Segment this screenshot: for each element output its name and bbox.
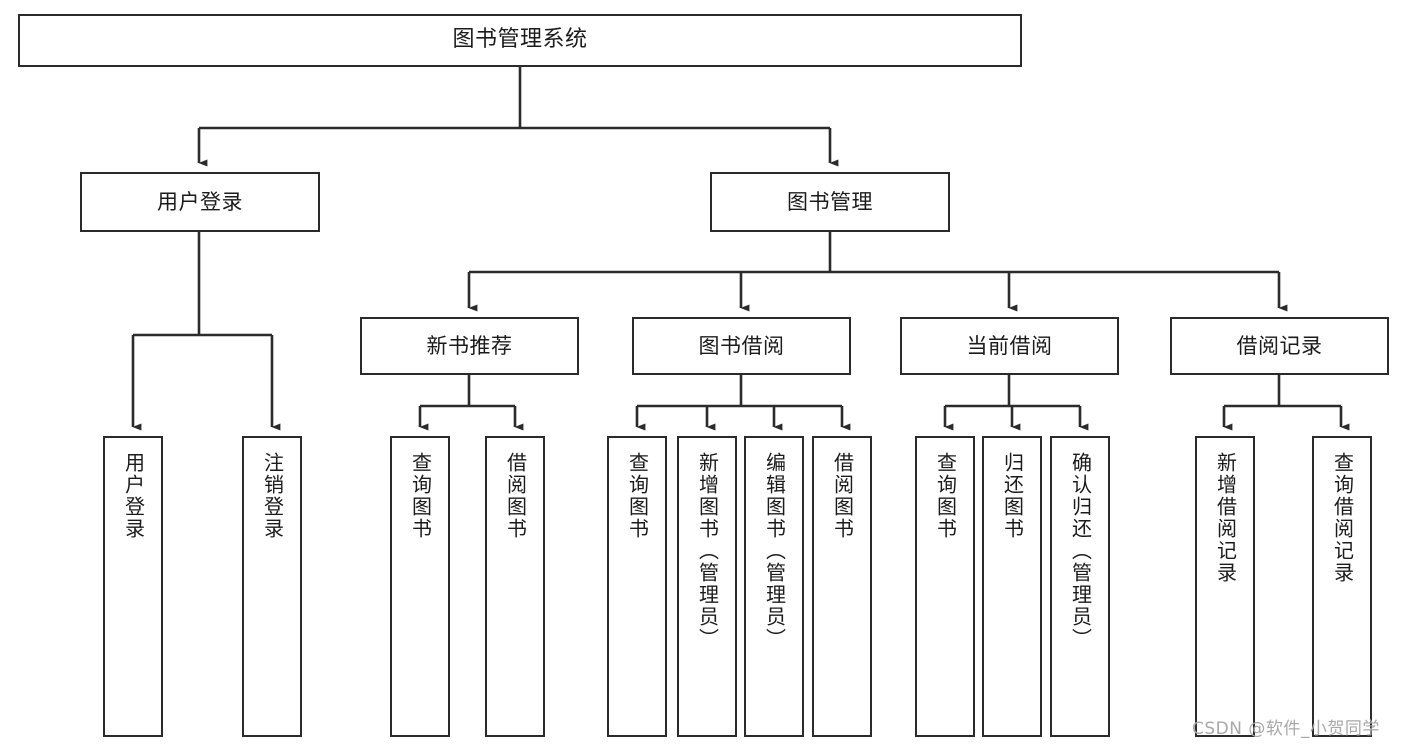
watermark-text: CSDN @软件_小贺同学	[1192, 719, 1380, 739]
node-borrow-record[interactable]: 借阅记录	[1170, 317, 1389, 375]
node-leaf-query-book-borrow-label: 查询图书	[625, 452, 650, 540]
node-leaf-confirm-return[interactable]: 确认归还（管理员）	[1050, 436, 1110, 737]
node-book-borrow-label: 图书借阅	[698, 333, 785, 358]
node-leaf-edit-book-label: 编辑图书（管理员）	[762, 452, 787, 650]
node-leaf-return-book-label: 归还图书	[1000, 452, 1025, 540]
node-new-book-rec-label: 新书推荐	[426, 333, 513, 358]
node-new-book-rec[interactable]: 新书推荐	[360, 317, 579, 375]
node-user-login-label: 用户登录	[157, 189, 243, 214]
node-leaf-borrow-book-rec-label: 借阅图书	[503, 452, 528, 540]
node-leaf-return-book[interactable]: 归还图书	[982, 436, 1042, 737]
node-leaf-borrow-book-rec[interactable]: 借阅图书	[485, 436, 545, 737]
node-leaf-query-book-cur[interactable]: 查询图书	[915, 436, 975, 737]
node-leaf-logout-label: 注销登录	[260, 452, 285, 540]
node-user-login[interactable]: 用户登录	[80, 172, 320, 232]
node-leaf-borrow-book[interactable]: 借阅图书	[812, 436, 872, 737]
node-leaf-add-book-label: 新增图书（管理员）	[695, 452, 720, 650]
node-leaf-query-record-label: 查询借阅记录	[1330, 452, 1355, 584]
node-leaf-confirm-return-label: 确认归还（管理员）	[1068, 452, 1093, 650]
node-current-borrow-label: 当前借阅	[966, 333, 1053, 358]
node-current-borrow[interactable]: 当前借阅	[900, 317, 1119, 375]
node-book-manage[interactable]: 图书管理	[710, 172, 950, 232]
node-leaf-logout[interactable]: 注销登录	[242, 436, 302, 737]
node-leaf-query-book-cur-label: 查询图书	[933, 452, 958, 540]
node-root-label: 图书管理系统	[452, 27, 588, 53]
node-leaf-user-login[interactable]: 用户登录	[103, 436, 163, 737]
node-leaf-query-book-rec[interactable]: 查询图书	[390, 436, 450, 737]
node-leaf-borrow-book-label: 借阅图书	[830, 452, 855, 540]
node-leaf-query-record[interactable]: 查询借阅记录	[1312, 436, 1372, 737]
node-book-manage-label: 图书管理	[787, 189, 873, 214]
node-leaf-add-record-label: 新增借阅记录	[1213, 452, 1238, 584]
node-leaf-query-book-rec-label: 查询图书	[408, 452, 433, 540]
node-leaf-user-login-label: 用户登录	[121, 452, 146, 540]
node-book-borrow[interactable]: 图书借阅	[632, 317, 851, 375]
node-leaf-add-record[interactable]: 新增借阅记录	[1195, 436, 1255, 737]
node-leaf-edit-book[interactable]: 编辑图书（管理员）	[744, 436, 804, 737]
node-root[interactable]: 图书管理系统	[18, 14, 1022, 67]
node-leaf-add-book[interactable]: 新增图书（管理员）	[677, 436, 737, 737]
node-leaf-query-book-borrow[interactable]: 查询图书	[607, 436, 667, 737]
node-borrow-record-label: 借阅记录	[1236, 333, 1323, 358]
